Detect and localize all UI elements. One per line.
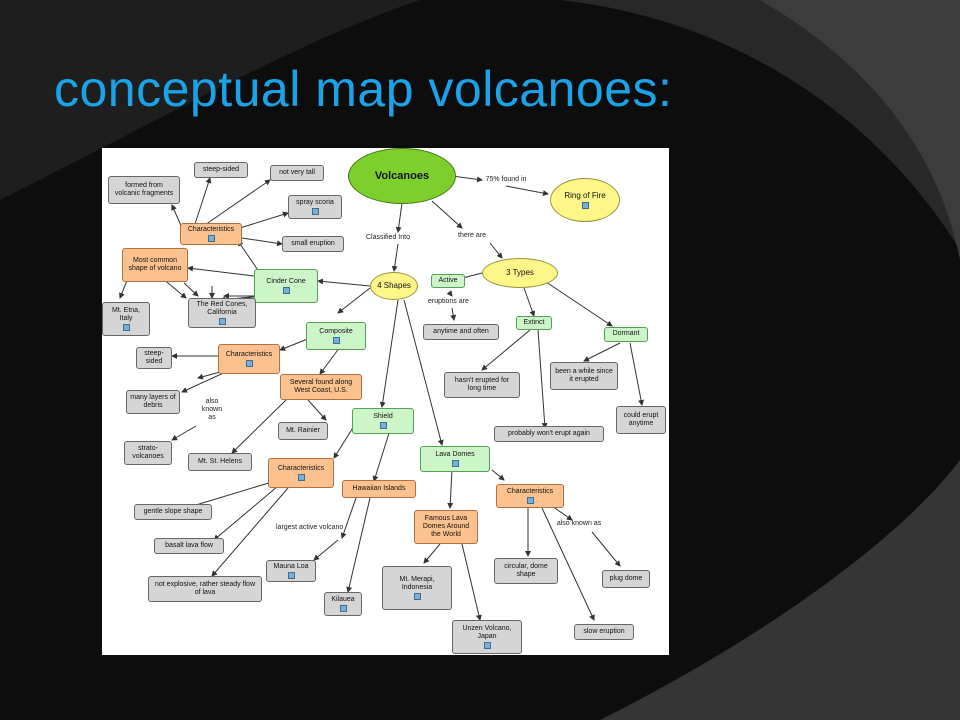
node-several-found: Several found along West Coast, U.S.	[280, 374, 362, 400]
node-most-common: Most common shape of volcano	[122, 248, 188, 282]
node-red-cones-label: The Red Cones, California	[196, 300, 248, 316]
node-mt-st-helens: Mt. St. Helens	[188, 453, 252, 471]
resource-icon	[483, 642, 491, 650]
node-shield-label: Shield	[373, 412, 393, 420]
node-steep-sided-2: steep-sided	[136, 347, 172, 369]
node-comp-characteristics: Characteristics	[218, 344, 280, 374]
link-largest-active: largest active volcano	[276, 524, 344, 531]
slide-title: conceptual map volcanoes:	[54, 61, 673, 117]
node-unzen-label: Unzen Volcano, Japan	[462, 624, 512, 640]
node-mauna-loa-label: Mauna Loa	[273, 562, 309, 570]
link-found-in: 75% found in	[485, 176, 527, 183]
node-shield-characteristics-label: Characteristics	[277, 464, 325, 472]
node-probably-wont: probably won't erupt again	[494, 426, 604, 442]
node-mt-merapi-label: Mt. Merapi, Indonesia	[399, 575, 435, 591]
node-lava-domes-label: Lava Domes	[435, 450, 475, 458]
node-shield: Shield	[352, 408, 414, 434]
node-hasnt-erupted: hasn't erupted for long time	[444, 372, 520, 398]
node-composite: Composite	[306, 322, 366, 350]
node-cinder-cone-label: Cinder Cone	[266, 277, 306, 285]
node-ring-of-fire: Ring of Fire	[550, 178, 620, 222]
node-steep-sided-1: steep-sided	[194, 162, 248, 178]
resource-icon	[311, 208, 319, 216]
link-there-are: there are	[458, 232, 487, 239]
concept-map: Volcanoes Ring of Fire 4 Shapes 3 Types …	[102, 148, 669, 655]
node-active: Active	[431, 274, 465, 288]
node-red-cones: The Red Cones, California	[188, 298, 256, 328]
node-ld-characteristics: Characteristics	[496, 484, 564, 508]
node-small-eruption: small eruption	[282, 236, 344, 252]
node-4-shapes: 4 Shapes	[370, 272, 418, 300]
node-anytime-often: anytime and often	[423, 324, 499, 340]
node-not-explosive: not explosive, rather steady flow of lav…	[148, 576, 262, 602]
node-unzen: Unzen Volcano, Japan	[452, 620, 522, 654]
node-dormant: Dormant	[604, 327, 648, 342]
link-eruptions-are: eruptions are	[428, 298, 469, 305]
resource-icon	[245, 360, 253, 368]
node-could-erupt: could erupt anytime	[616, 406, 666, 434]
node-3-types: 3 Types	[482, 258, 558, 288]
node-cc-characteristics-label: Characteristics	[187, 225, 235, 233]
node-mauna-loa: Mauna Loa	[266, 560, 316, 582]
node-kilauea-label: Kilauea	[331, 595, 355, 603]
node-spray-scoria: spray scoria	[288, 195, 342, 219]
node-many-layers: many layers of debris	[126, 390, 180, 414]
resource-icon	[218, 318, 226, 326]
node-spray-scoria-label: spray scoria	[296, 198, 334, 206]
node-basalt: basalt lava flow	[154, 538, 224, 554]
node-gentle-slope: gentle slope shape	[134, 504, 212, 520]
node-been-a-while: been a while since it erupted	[550, 362, 618, 390]
node-hawaiian: Hawaiian Islands	[342, 480, 416, 498]
node-composite-label: Composite	[319, 327, 353, 335]
node-strato: strato-volcanoes	[124, 441, 172, 465]
link-classified-into: Classified Into	[366, 234, 410, 241]
resource-icon	[122, 324, 130, 332]
node-famous-domes: Famous Lava Domes Around the World	[414, 510, 478, 544]
node-mt-merapi: Mt. Merapi, Indonesia	[382, 566, 452, 610]
node-not-very-tall: not very tall	[270, 165, 324, 181]
resource-icon	[282, 287, 290, 295]
resource-icon	[297, 474, 305, 482]
node-shield-characteristics: Characteristics	[268, 458, 334, 488]
resource-icon	[339, 605, 347, 613]
node-plug-dome: plug dome	[602, 570, 650, 588]
link-also-known-as-1: also known as	[201, 398, 223, 422]
node-slow-eruption: slow eruption	[574, 624, 634, 640]
node-extinct: Extinct	[516, 316, 552, 330]
node-ring-of-fire-label: Ring of Fire	[564, 191, 606, 201]
node-circular: circular, dome shape	[494, 558, 558, 584]
node-cc-characteristics: Characteristics	[180, 223, 242, 245]
node-mt-etna: Mt. Etna, Italy	[102, 302, 150, 336]
node-volcanoes: Volcanoes	[348, 148, 456, 204]
node-mt-rainier: Mt. Rainier	[278, 422, 328, 440]
link-also-known-as-2: also known as	[556, 520, 602, 527]
resource-icon	[207, 235, 215, 243]
resource-icon	[287, 572, 295, 580]
node-formed-from: formed from volcanic fragments	[108, 176, 180, 204]
resource-icon	[413, 593, 421, 601]
resource-icon	[526, 497, 534, 505]
resource-icon	[451, 460, 459, 468]
node-ld-characteristics-label: Characteristics	[506, 487, 554, 495]
resource-icon	[379, 422, 387, 430]
node-kilauea: Kilauea	[324, 592, 362, 616]
node-lava-domes: Lava Domes	[420, 446, 490, 472]
node-comp-characteristics-label: Characteristics	[225, 350, 273, 358]
node-mt-etna-label: Mt. Etna, Italy	[111, 306, 140, 322]
node-cinder-cone: Cinder Cone	[254, 269, 318, 303]
resource-icon	[581, 201, 589, 209]
resource-icon	[332, 337, 340, 345]
